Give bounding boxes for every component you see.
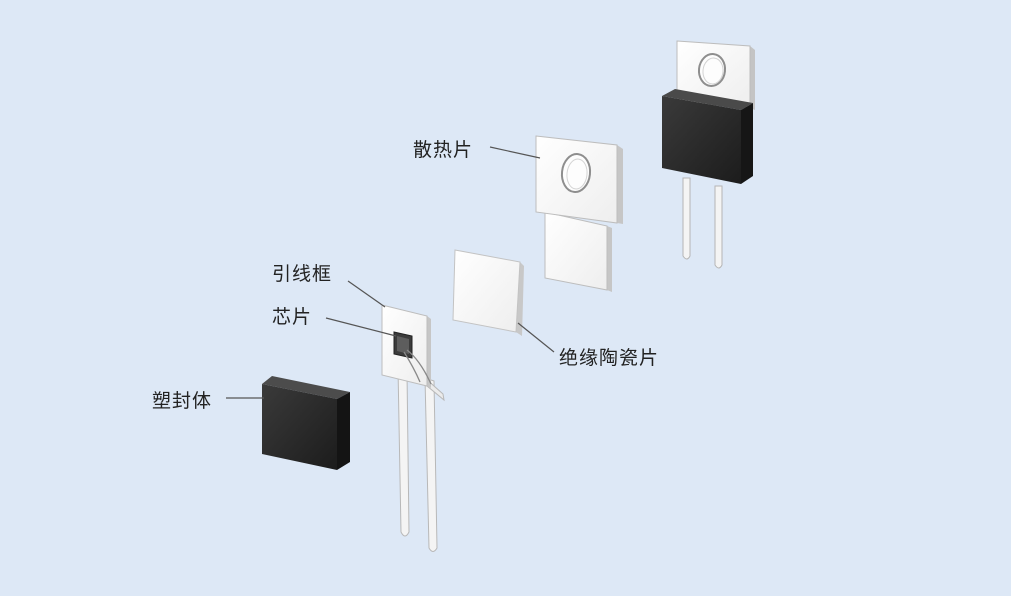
- label-lead-frame: 引线框: [272, 263, 333, 285]
- lead-frame-part: [381, 304, 445, 552]
- assembled-body: [662, 89, 753, 184]
- label-plastic-package: 塑封体: [152, 390, 213, 412]
- leader-line-ceramic: [517, 322, 555, 353]
- heatsink-part: [535, 135, 623, 292]
- assembled-leads: [682, 177, 723, 269]
- label-ceramic-insulator: 绝缘陶瓷片: [559, 347, 660, 369]
- leader-line-chip: [325, 317, 397, 337]
- leader-line-heatsink: [489, 146, 541, 159]
- assembled-tab: [676, 40, 755, 110]
- chip-die: [393, 331, 413, 359]
- bond-wires: [403, 349, 432, 385]
- label-heatsink: 散热片: [413, 139, 474, 161]
- leader-line-lead-frame: [347, 280, 386, 308]
- ceramic-insulator-part: [452, 249, 524, 336]
- assembled-transistor: [662, 40, 755, 269]
- plastic-package-part: [262, 376, 350, 470]
- label-chip: 芯片: [272, 306, 313, 328]
- leader-lines: [226, 146, 555, 399]
